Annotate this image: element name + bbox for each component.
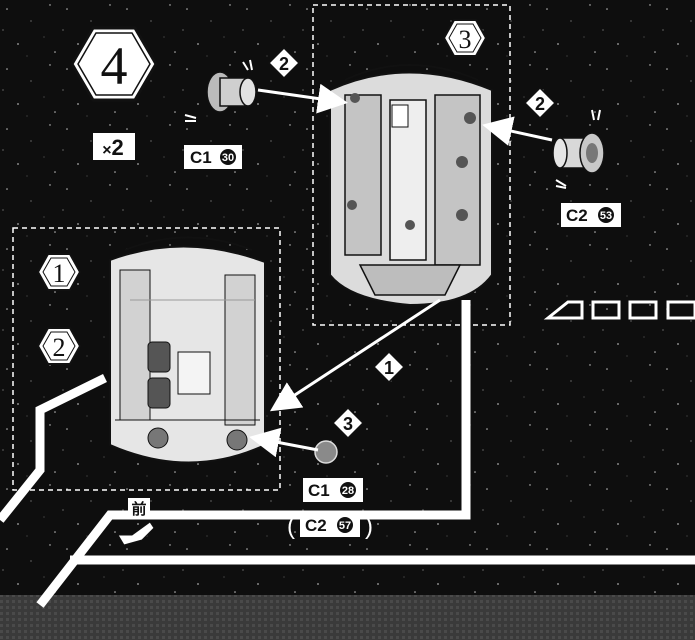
sub-step-3-badge: 3 [444,20,486,56]
sub-step-1-label: 1 [53,259,66,288]
part-label-c1-30-runner: C1 [190,148,212,167]
small-round-part [315,441,337,463]
part-label-c2-53-number: 53 [600,210,612,222]
sub-step-2-badge: 2 [38,328,80,364]
step-number: 4 [101,36,128,96]
multiplier-label: ×2 [93,133,135,160]
arrow-badge-right-top-label: 2 [535,94,545,114]
part-label-c1-30-number: 30 [222,152,234,164]
floor-panel [0,595,695,640]
body-part [110,238,265,463]
peg-part-right [553,133,604,173]
arrow-badge-middle-label: 1 [384,358,394,378]
part-label-c2-57-runner: C2 [305,516,327,535]
multiplier-value: 2 [112,135,124,160]
part-label-c2-57-close-paren: ) [365,513,373,540]
part-label-c2-57-open-paren: ( [287,513,295,540]
part-label-c1-28-number: 28 [342,485,354,497]
multiplier-prefix: × [102,142,111,159]
inner-frame-part [330,65,492,305]
part-label-c2-53: C2 53 [561,203,621,227]
arrow-badge-bottom-label: 3 [343,414,353,434]
part-label-c2-57-number: 57 [339,520,351,532]
front-marker-text: 前 [131,500,146,518]
sub-step-1-badge: 1 [38,254,80,290]
part-label-c1-28: C1 28 [303,478,363,502]
sub-step-2-label: 2 [53,333,66,362]
sub-step-3-label: 3 [459,25,472,54]
part-label-c2-53-runner: C2 [566,206,588,225]
arrow-badge-left-top-label: 2 [279,54,289,74]
peg-part-left [207,72,256,112]
part-label-c1-30: C1 30 [184,145,242,169]
part-label-c1-28-runner: C1 [308,481,330,500]
